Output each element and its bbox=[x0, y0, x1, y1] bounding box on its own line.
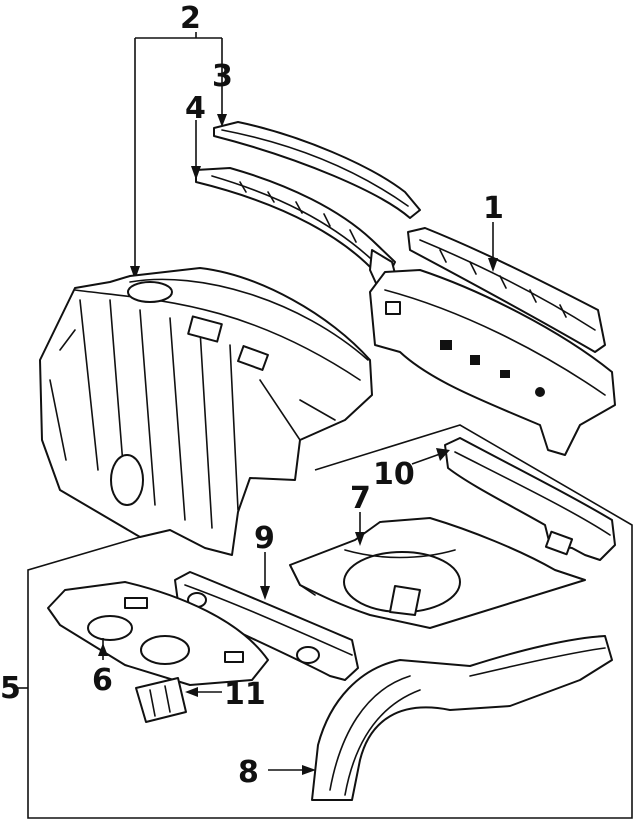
arrow-9 bbox=[260, 586, 270, 600]
part-11-bracket bbox=[135, 677, 187, 723]
callout-2: 2 bbox=[180, 1, 201, 36]
callout-1: 1 bbox=[483, 191, 504, 226]
group-frame-5 bbox=[27, 424, 633, 819]
callout-4: 4 bbox=[185, 91, 206, 126]
arrow-8 bbox=[302, 765, 316, 775]
part-10-rear-crossmember bbox=[444, 437, 616, 561]
arrow-7 bbox=[355, 532, 365, 546]
arrow-6 bbox=[98, 643, 108, 656]
callout-11: 11 bbox=[224, 677, 266, 712]
callout-9: 9 bbox=[254, 521, 275, 556]
callout-8: 8 bbox=[238, 755, 259, 790]
part-6-rear-floor-plate bbox=[47, 581, 269, 686]
arrow-2-to-panel bbox=[130, 266, 140, 280]
arrow-4 bbox=[191, 166, 201, 180]
callout-10: 10 bbox=[373, 457, 415, 492]
leader-2-bracket bbox=[134, 32, 223, 270]
part-2-rear-panel bbox=[39, 267, 373, 556]
callout-6: 6 bbox=[92, 663, 113, 698]
leader-10 bbox=[411, 453, 441, 465]
part-3-rear-upper-rail bbox=[213, 121, 421, 219]
arrow-11 bbox=[185, 687, 198, 697]
callout-3: 3 bbox=[212, 59, 233, 94]
part-8-wheelhouse bbox=[311, 635, 613, 801]
callout-7: 7 bbox=[350, 481, 371, 516]
arrow-10 bbox=[436, 448, 450, 461]
arrow-1 bbox=[488, 258, 498, 272]
part-1-rear-body-panel bbox=[369, 227, 616, 456]
part-7-rear-floor-pan bbox=[289, 517, 586, 629]
callout-5: 5 bbox=[0, 671, 21, 706]
arrow-3 bbox=[217, 114, 227, 127]
